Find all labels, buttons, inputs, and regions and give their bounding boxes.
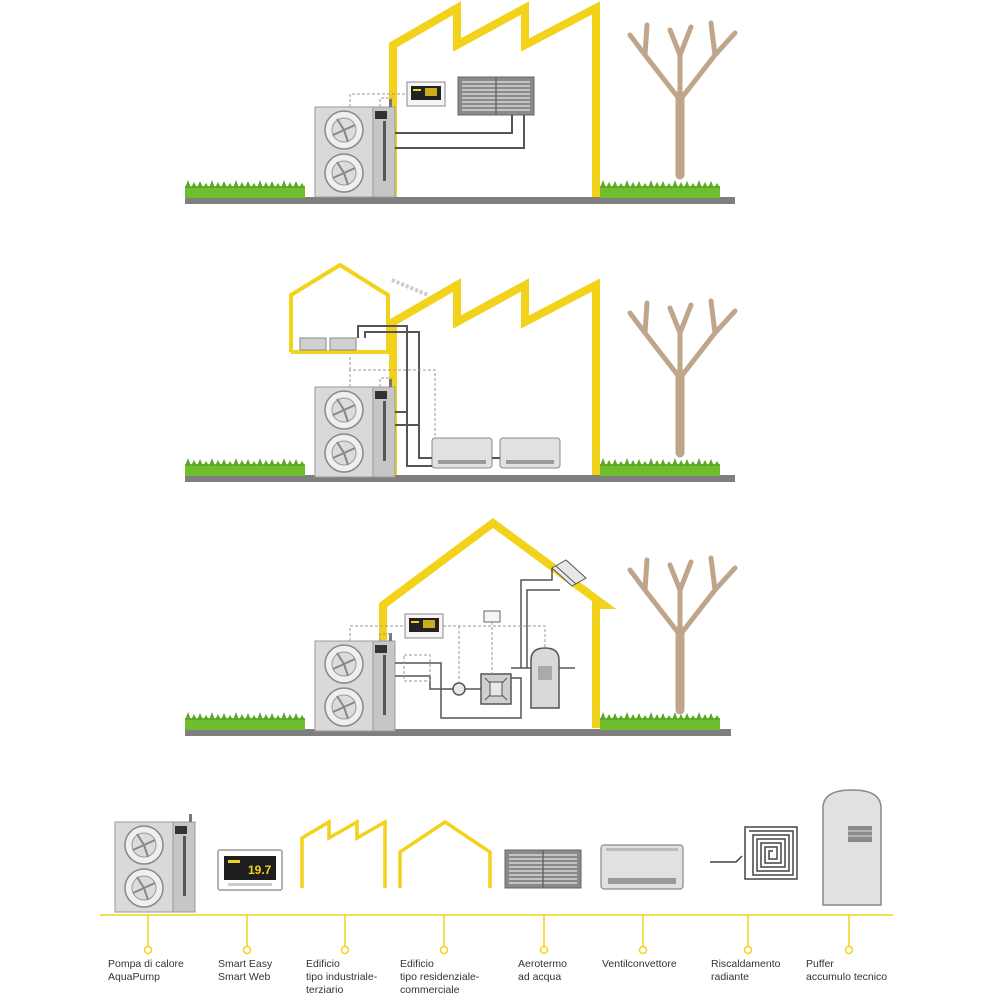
smart-controller xyxy=(406,81,446,107)
buffer-tank xyxy=(530,647,560,709)
scene-industrial xyxy=(185,1,735,204)
air-heater xyxy=(457,76,535,116)
heat-pump-icon xyxy=(114,813,196,913)
legend-label-line: Aerotermo xyxy=(518,958,568,970)
legend-marker xyxy=(638,945,648,955)
radiant-heating-icon xyxy=(710,826,798,880)
legend-label-line: Ventilconvettore xyxy=(602,958,677,970)
legend-marker xyxy=(242,945,252,955)
grass-left xyxy=(185,712,305,730)
grass-right xyxy=(600,712,720,730)
legend-label-line: tipo industriale- xyxy=(306,971,378,983)
legend-label-line: Edificio xyxy=(400,958,434,970)
legend-marker xyxy=(143,945,153,955)
legend-label-line: tipo residenziale- xyxy=(400,971,480,983)
industrial-building-icon xyxy=(300,818,387,888)
solar-panel xyxy=(551,559,587,587)
tree xyxy=(630,558,735,710)
tree xyxy=(630,301,735,453)
legend-label-line: AquaPump xyxy=(108,971,160,983)
control-wiring xyxy=(349,622,546,683)
legend-label-heat-pump: Pompa di calore AquaPump xyxy=(108,958,184,984)
water-heater-icon xyxy=(504,849,582,889)
scene-residential xyxy=(185,518,735,736)
heat-exchanger xyxy=(480,673,512,705)
legend-label-line: Smart Easy xyxy=(218,958,273,970)
heat-pump-unit xyxy=(314,98,396,198)
legend-marker xyxy=(439,945,449,955)
legend-label-line: ad acqua xyxy=(518,971,562,983)
legend-label-fan-coil: Ventilconvettore xyxy=(602,958,677,971)
fan-coil-unit xyxy=(431,437,493,469)
pipes xyxy=(357,325,500,467)
fan-coil-icon xyxy=(600,844,684,890)
ground-line xyxy=(185,729,731,736)
pipes xyxy=(395,115,525,149)
grass-right xyxy=(600,458,720,476)
grass-left xyxy=(185,458,305,476)
legend-label-smart-controller: Smart Easy Smart Web xyxy=(218,958,272,984)
grass-right xyxy=(600,180,720,198)
legend-marker xyxy=(844,945,854,955)
ground-line xyxy=(185,475,735,482)
legend-markers xyxy=(143,915,854,955)
scene-mixed xyxy=(185,262,735,482)
legend-label-water-heater: Aerotermo ad acqua xyxy=(518,958,567,984)
fan-coil-small xyxy=(299,337,357,351)
fan-coil-unit xyxy=(499,437,561,469)
industrial-building-outline xyxy=(389,278,600,475)
heat-pump-unit xyxy=(314,632,396,732)
legend-marker xyxy=(743,945,753,955)
legend-label-residential: Edificio tipo residenziale- commerciale xyxy=(400,958,479,997)
legend-label-line: Smart Web xyxy=(218,971,271,983)
legend-label-line: Edificio xyxy=(306,958,340,970)
legend-label-buffer: Puffer accumulo tecnico xyxy=(806,958,887,984)
connection-arrow xyxy=(391,278,429,297)
residential-building-outline xyxy=(289,262,390,354)
legend-label-line: Pompa di calore xyxy=(108,958,184,970)
industrial-building-outline xyxy=(389,1,600,197)
residential-building-icon xyxy=(398,819,492,888)
buffer-tank-icon xyxy=(822,789,882,906)
legend-marker xyxy=(340,945,350,955)
legend-label-line: radiante xyxy=(711,971,749,983)
legend-marker xyxy=(539,945,549,955)
pipes xyxy=(395,568,575,719)
room-thermostat xyxy=(483,610,501,623)
grass-left xyxy=(185,180,305,198)
smart-controller xyxy=(404,613,444,639)
display-value: 19.7 xyxy=(248,863,272,877)
legend-label-line: Riscaldamento xyxy=(711,958,781,970)
legend-label-line: commerciale xyxy=(400,984,460,996)
ground-line xyxy=(185,197,735,204)
control-wiring xyxy=(349,355,436,438)
legend-icons: 19.7 xyxy=(114,789,882,913)
legend-label-line: accumulo tecnico xyxy=(806,971,888,983)
smart-controller-icon: 19.7 xyxy=(217,849,283,891)
legend-label-line: terziario xyxy=(306,984,344,996)
legend-label-line: Puffer xyxy=(806,958,834,970)
tree xyxy=(630,23,735,175)
legend-label-industrial: Edificio tipo industriale- terziario xyxy=(306,958,377,997)
heat-pump-unit xyxy=(314,378,396,478)
pump xyxy=(452,682,466,696)
control-wiring xyxy=(349,93,407,107)
legend-label-radiant: Riscaldamento radiante xyxy=(711,958,780,984)
